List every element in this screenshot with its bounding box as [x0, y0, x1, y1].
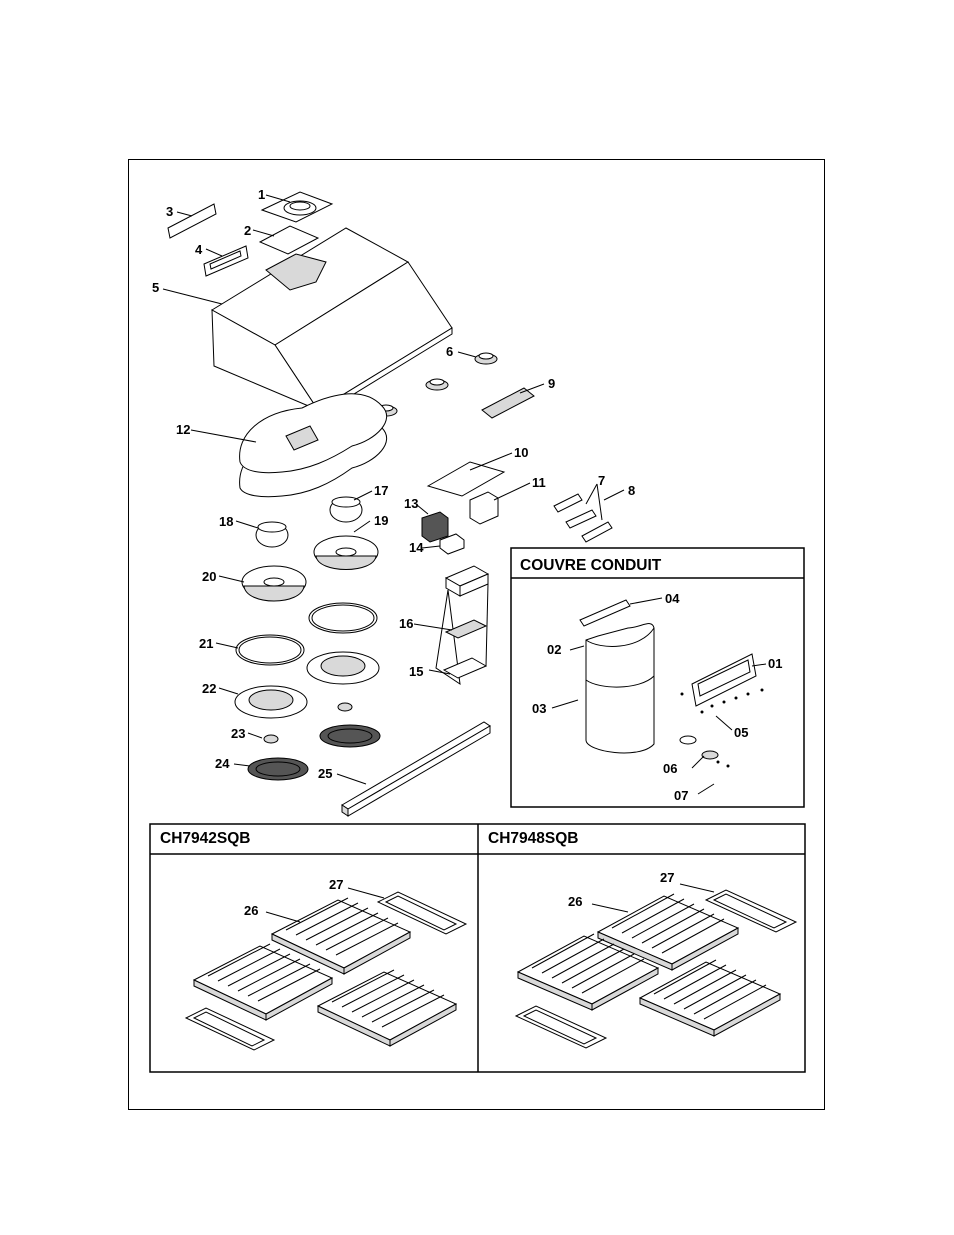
- part-20-blower-wheel: [241, 565, 307, 602]
- callout-16: 16: [399, 616, 413, 631]
- callout-25: 25: [318, 766, 332, 781]
- filter-26a: [270, 897, 412, 975]
- part-17-motor: [329, 496, 363, 523]
- callout-19: 19: [374, 513, 388, 528]
- callout-11: 11: [532, 475, 546, 490]
- callout-10: 10: [514, 445, 528, 460]
- callout-06: 06: [663, 761, 677, 776]
- filter-27b: [184, 1007, 276, 1051]
- part-24-grill: [247, 724, 381, 781]
- couvre-conduit-title: COUVRE CONDUIT: [520, 557, 662, 574]
- callout-03: 03: [532, 701, 546, 716]
- callout-14: 14: [409, 540, 424, 555]
- callout-6: 6: [446, 344, 453, 359]
- part-25-rail: [341, 721, 491, 817]
- part-9-bracket: [481, 387, 535, 419]
- callout-04: 04: [665, 591, 680, 606]
- callout-22: 22: [202, 681, 216, 696]
- callout-24: 24: [215, 756, 230, 771]
- callout-8: 8: [628, 483, 635, 498]
- callout-02: 02: [547, 642, 561, 657]
- callout-07: 07: [674, 788, 688, 803]
- part-18-motor: [255, 521, 289, 548]
- part-19-blower-wheel: [313, 535, 379, 570]
- part-12-blower-housing: [239, 393, 388, 498]
- callout-5: 5: [152, 280, 159, 295]
- part-7-control: [553, 493, 583, 513]
- callout-9: 9: [548, 376, 555, 391]
- part-21-ring: [235, 634, 305, 666]
- callout-18: 18: [219, 514, 233, 529]
- part-10-panel: [426, 461, 506, 497]
- couvre-conduit-panel: COUVRE CONDUIT 04 02 03 01 05 06: [510, 547, 805, 808]
- callout-26-model-2: 26: [568, 894, 582, 909]
- filter-26d: [596, 893, 740, 971]
- callout-27-model-1: 27: [329, 877, 343, 892]
- model-name-1: CH7942SQB: [160, 830, 250, 847]
- part-8b-control: [581, 521, 613, 543]
- part-21b-ring: [308, 602, 378, 634]
- part-16-bracket: [444, 619, 488, 639]
- part-4-panel: [203, 245, 249, 277]
- part-15-duct-cover: [435, 565, 490, 686]
- callout-27-model-2: 27: [660, 870, 674, 885]
- callout-leaders: [162, 194, 625, 785]
- filter-27a: [376, 891, 468, 935]
- callout-4: 4: [195, 242, 203, 257]
- callout-12: 12: [176, 422, 190, 437]
- callout-7: 7: [598, 473, 605, 488]
- callout-13: 13: [404, 496, 418, 511]
- part-11-transformer: [469, 491, 499, 525]
- filter-27d: [514, 1005, 608, 1049]
- part-22-venturi: [234, 651, 380, 719]
- callout-26-model-1: 26: [244, 903, 258, 918]
- filter-26f: [638, 959, 782, 1037]
- callout-3: 3: [166, 204, 173, 219]
- part-5-hood-body: [211, 227, 453, 417]
- part-23b-hub: [337, 702, 353, 712]
- part-14-connector: [439, 533, 465, 555]
- part-2-gasket: [258, 225, 320, 255]
- callout-15: 15: [409, 664, 423, 679]
- filter-26e: [516, 933, 660, 1011]
- callout-05: 05: [734, 725, 748, 740]
- callout-23: 23: [231, 726, 245, 741]
- part-1-collar-plate: [260, 191, 334, 223]
- main-callouts: 1 2 3 4 5 6 7 8 9 10 11 12 13 14 15 16 1…: [152, 187, 635, 781]
- filter-27c: [704, 889, 798, 933]
- filters-model-1: 27 26: [184, 877, 468, 1051]
- model-name-2: CH7948SQB: [488, 830, 578, 847]
- filter-26b: [192, 943, 334, 1021]
- part-8-control: [565, 509, 597, 529]
- part-13-capacitor: [421, 511, 449, 543]
- diagram-frame: [128, 159, 825, 1110]
- callout-1: 1: [258, 187, 265, 202]
- part-3-plate: [167, 203, 217, 239]
- callout-17: 17: [374, 483, 388, 498]
- filters-model-2: 27 26: [514, 870, 798, 1049]
- callout-21: 21: [199, 636, 213, 651]
- part-23-hub: [263, 734, 279, 744]
- callout-2: 2: [244, 223, 251, 238]
- callout-20: 20: [202, 569, 216, 584]
- filter-26c: [316, 969, 458, 1047]
- callout-01: 01: [768, 656, 782, 671]
